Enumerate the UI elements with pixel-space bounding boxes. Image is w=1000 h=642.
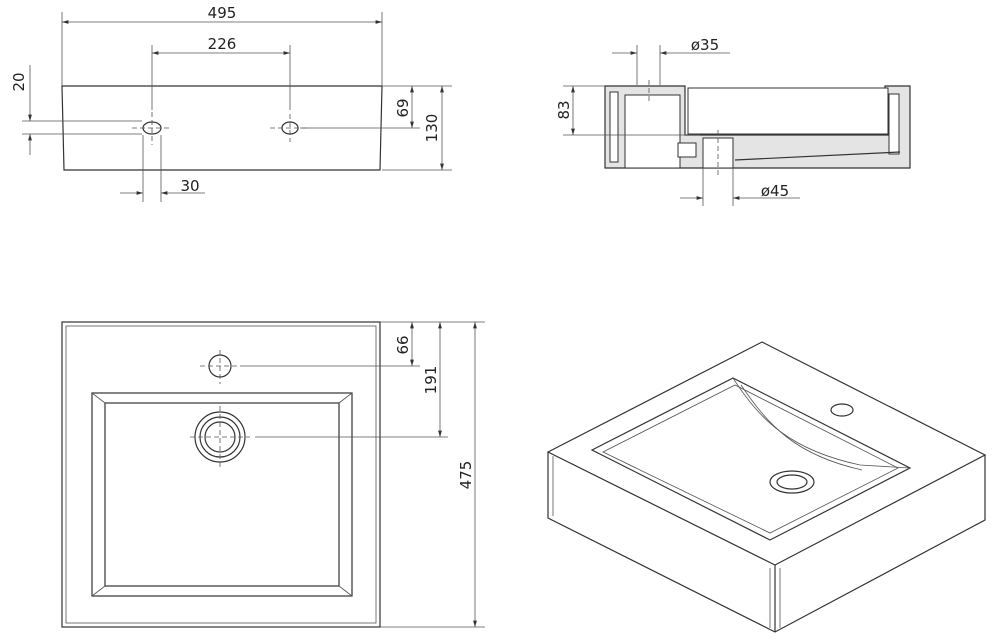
dim-basin-depth: 83 [555,100,573,119]
dim-hole-spacing: 226 [208,35,237,53]
isometric-view [546,341,987,633]
dim-drain-offset: 191 [422,366,440,395]
dim-hole-span: 30 [180,177,199,195]
dim-height: 130 [423,114,441,143]
front-view: 495 226 20 30 69 130 [10,4,452,202]
dim-depth: 475 [457,461,475,490]
dim-drain-diameter: ø45 [761,182,789,200]
dim-hole-depth: 69 [394,98,412,117]
dim-tap-hole-diameter: ø35 [691,36,719,54]
dim-hole-height-offset: 20 [10,72,28,91]
top-view: 66 191 475 [61,321,485,628]
dim-width: 495 [208,4,237,22]
dim-tap-hole-offset: 66 [394,335,412,354]
section-view: ø35 83 ø45 [555,36,911,206]
